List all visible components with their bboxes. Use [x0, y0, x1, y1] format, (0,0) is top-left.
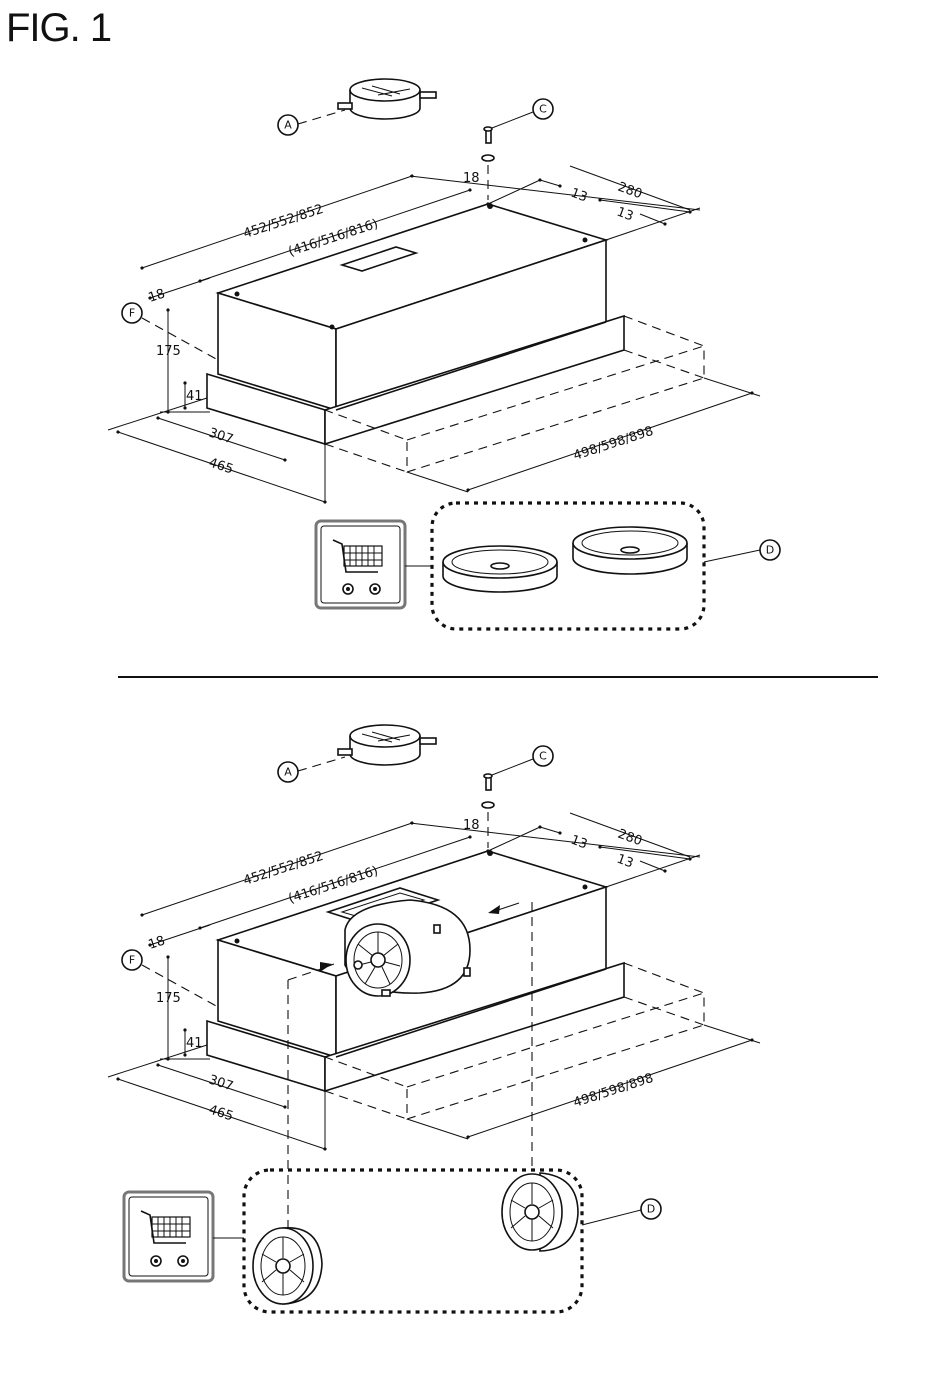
- dim-height-175: 175: [156, 991, 181, 1006]
- carbon-filter-icon: [253, 1228, 322, 1304]
- dim-depth-280: 280: [616, 180, 644, 203]
- dim-height-41: 41: [186, 1036, 203, 1051]
- callout-c: C: [492, 746, 553, 775]
- dim-height-41: 41: [186, 389, 203, 404]
- dim-width-outer: 452/552/852: [242, 202, 326, 242]
- shopping-cart-icon: [124, 1192, 213, 1281]
- shopping-cart-icon: [316, 521, 405, 608]
- hood-body: [207, 203, 624, 444]
- dim-offset-18-back: 18: [463, 818, 480, 833]
- svg-text:A: A: [284, 766, 292, 779]
- dim-depth-280: 280: [616, 827, 644, 850]
- dim-offset-18-side: 18: [147, 286, 167, 305]
- dim-offset-13-b: 13: [615, 205, 636, 225]
- carbon-filter-icon: [573, 527, 687, 574]
- svg-text:F: F: [129, 954, 135, 967]
- dim-offset-13-a: 13: [569, 833, 590, 853]
- dim-width-outer: 452/552/852: [242, 849, 326, 889]
- dim-depth-465: 465: [207, 456, 235, 478]
- top-diagram: 452/552/852 (416/516/816) 18 13 280 13 1…: [108, 79, 780, 629]
- callout-d: D: [704, 540, 780, 562]
- dim-offset-13-a: 13: [569, 186, 590, 206]
- svg-text:D: D: [766, 544, 774, 557]
- callout-a: A: [278, 110, 345, 135]
- svg-text:F: F: [129, 307, 135, 320]
- filter-box: [432, 503, 704, 629]
- dim-offset-18-back: 18: [463, 171, 480, 186]
- svg-text:A: A: [284, 119, 292, 132]
- svg-text:D: D: [647, 1203, 655, 1216]
- bottom-diagram: 452/552/852 (416/516/816) 18 13 280 13 1…: [108, 725, 760, 1312]
- dim-offset-18-side: 18: [147, 933, 167, 952]
- callout-a: A: [278, 757, 345, 782]
- dim-height-175: 175: [156, 344, 181, 359]
- screw-part: [482, 127, 494, 200]
- callout-d: D: [582, 1199, 661, 1225]
- svg-text:C: C: [539, 103, 547, 116]
- screw-part: [482, 774, 494, 848]
- callout-c: C: [492, 99, 553, 128]
- dim-extension: 498/598/898: [572, 424, 656, 464]
- dim-extension: 498/598/898: [572, 1071, 656, 1111]
- carbon-filter-icon: [443, 546, 557, 592]
- dim-depth-465: 465: [207, 1103, 235, 1125]
- carbon-filter-icon: [502, 1173, 578, 1251]
- dim-depth-307: 307: [207, 426, 235, 448]
- exhaust-collar: [338, 725, 436, 765]
- dim-depth-307: 307: [207, 1073, 235, 1095]
- filter-box: [244, 1170, 582, 1312]
- exhaust-collar: [338, 79, 436, 119]
- svg-text:C: C: [539, 750, 547, 763]
- dim-offset-13-b: 13: [615, 852, 636, 872]
